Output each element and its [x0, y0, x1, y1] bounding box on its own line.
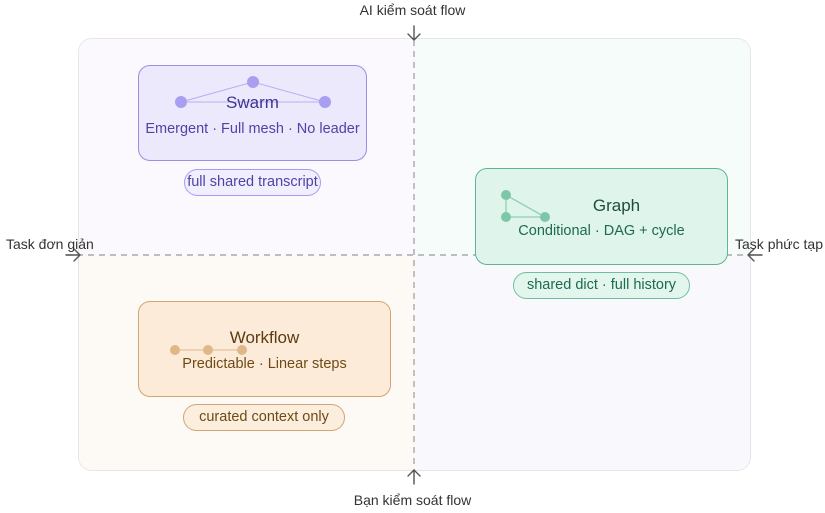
arrow-down-icon: [407, 25, 421, 41]
axis-label-left: Task đơn giản: [6, 236, 94, 252]
axis-label-right: Task phức tạp: [735, 236, 823, 252]
arrow-left-icon: [747, 248, 763, 262]
swarm-subtitle: Emergent · Full mesh · No leader: [145, 121, 360, 137]
arrow-right-icon: [65, 248, 81, 262]
axis-label-bottom: Bạn kiểm soát flow: [353, 492, 472, 508]
arrow-up-icon: [407, 469, 421, 485]
graph-title: Graph: [592, 196, 641, 215]
axis-label-top: AI kiểm soát flow: [359, 2, 466, 18]
graph-context-badge: shared dict · full history: [513, 272, 690, 299]
graph-node: Graph Conditional · DAG + cycle: [475, 168, 728, 265]
swarm-context-badge: full shared transcript: [184, 169, 321, 196]
graph-network-icon: [501, 190, 550, 222]
graph-subtitle: Conditional · DAG + cycle: [518, 223, 685, 239]
workflow-subtitle: Predictable · Linear steps: [182, 356, 347, 372]
mesh-network-icon: [175, 76, 331, 108]
swarm-node: Swarm Emergent · Full mesh · No leader: [138, 65, 367, 161]
workflow-node: Workflow Predictable · Linear steps: [138, 301, 391, 397]
swarm-title: Swarm: [226, 93, 279, 112]
workflow-title: Workflow: [229, 328, 300, 347]
workflow-context-badge: curated context only: [183, 404, 345, 431]
linear-steps-icon: [170, 345, 247, 355]
